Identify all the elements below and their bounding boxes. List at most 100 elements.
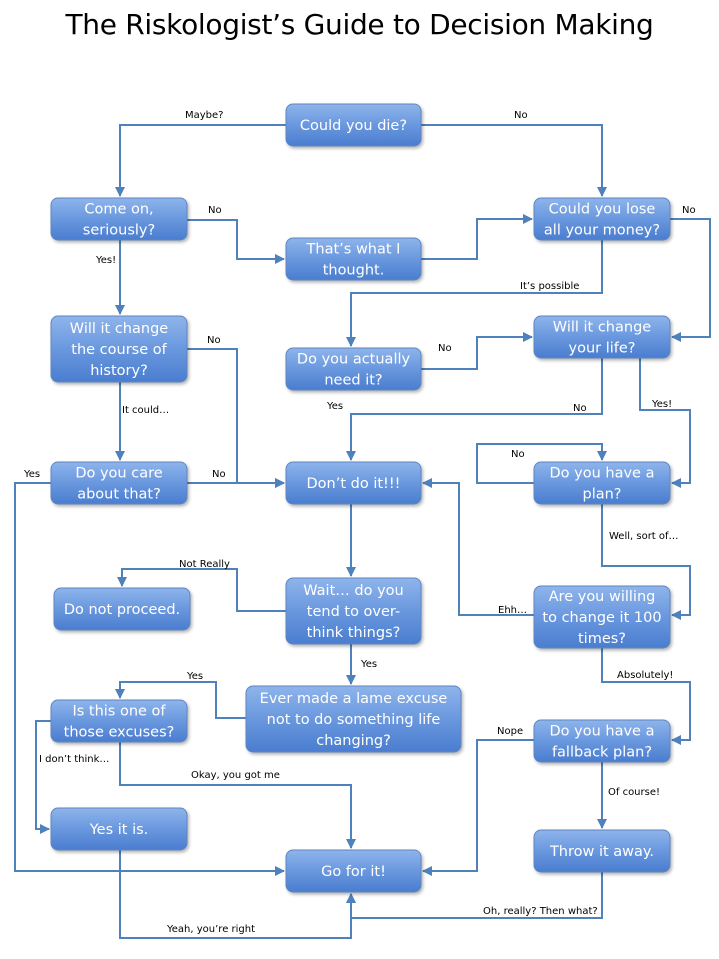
node-text-goforit: Go for it! [321,864,386,880]
node-box-overthink [285,577,422,645]
edge-21 [601,648,691,745]
node-text-need: Do you actually [297,352,411,368]
node-dont: Don’t do it!!! [285,461,422,505]
edge-label-gotme: Okay, you got me [191,770,280,781]
node-text-oneofthose: those excuses? [64,725,175,741]
edge-label-reallywhat: Oh, really? Then what? [483,906,598,917]
edge-label-notreally: Not Really [179,559,230,570]
edge-9 [346,358,603,461]
node-box-care [50,461,188,505]
edge-label-no_care: No [212,469,226,480]
edge-label-no_need: No [438,343,452,354]
node-box-yesitis [50,807,188,851]
edge-17 [422,478,534,616]
node-text-overthink: Wait… do you [303,583,403,599]
edge-label-ehh: Ehh… [498,605,527,616]
node-text-dont: Don’t do it!!! [307,476,401,492]
node-text-history: Will it change [70,321,168,337]
nodes: Could you die? Come on, seriously? That’s w… [50,103,671,893]
node-text-proceed: Do not proceed. [64,602,180,618]
node-willing: Are you willing to change it 100 times? [533,585,671,649]
node-text-seriously: Come on, [84,202,153,218]
node-text-history: history? [90,363,148,379]
node-money: Could you lose all your money? [533,197,671,241]
node-text-need: need it? [324,373,382,389]
node-box-thought [285,237,422,281]
edge-label-yes_life: Yes! [651,399,672,410]
node-text-care: Do you care [75,466,162,482]
edge-23 [422,739,534,876]
node-box-history [50,315,188,383]
node-box-excuse [245,685,462,753]
edge-11 [187,348,285,488]
node-text-care: about that? [77,487,161,503]
edge-19 [117,568,286,612]
edge-label-yes_need: Yes [326,401,343,412]
node-box-willing [533,585,671,649]
node-yesitis: Yes it is. [50,807,188,851]
edge-1 [115,124,286,197]
node-text-yesitis: Yes it is. [89,822,149,838]
node-text-plan: Do you have a [550,466,655,482]
edge-label-absolutely: Absolutely! [617,670,673,681]
node-text-life: your life? [569,341,636,357]
node-text-fallback: Do you have a [550,724,655,740]
node-box-oneofthose [50,699,188,743]
node-text-overthink: think things? [307,625,401,641]
node-text-willing: to change it 100 [542,610,661,626]
node-proceed: Do not proceed. [53,587,191,631]
node-box-die [285,103,422,147]
edge-4 [421,214,533,260]
edge-label-nope: Nope [497,726,523,737]
edge-label-yes_seriously: Yes! [95,255,116,266]
edge-label-yes_care: Yes [23,469,40,480]
edge-label-yes_excuse: Yes [186,671,203,682]
node-text-money: Could you lose [549,202,656,218]
edge-label-possible: It’s possible [520,281,579,292]
edge-2 [421,124,607,197]
node-throw: Throw it away. [533,829,671,873]
edge-8 [421,332,533,370]
node-overthink: Wait… do you tend to over-think things? [285,577,422,645]
edge-14 [14,482,285,876]
node-text-overthink: tend to over- [307,604,400,620]
node-text-thought: That’s what I [306,242,401,258]
edge-label-sortof: Well, sort of… [609,531,679,542]
node-seriously: Come on, seriously? [50,197,188,241]
edge-label-itcould: It could… [122,405,169,416]
edge-label-no_die: No [514,110,528,121]
node-text-history: the course of [71,342,167,358]
node-text-willing: Are you willing [549,589,656,605]
node-oneofthose: Is this one of those excuses? [50,699,188,743]
edge-16 [601,504,691,620]
node-history: Will it change the course of history? [50,315,188,383]
edge-label-yeahright: Yeah, you’re right [166,924,255,935]
node-text-die: Could you die? [300,118,407,134]
edge-label-idontthink: I don’t think… [39,754,109,765]
edge-10 [639,358,691,488]
node-die: Could you die? [285,103,422,147]
node-box-goforit [285,849,422,893]
node-text-excuse: not to do something life [267,712,441,728]
node-text-oneofthose: Is this one of [72,704,166,720]
node-text-money: all your money? [544,223,660,239]
node-box-fallback [533,719,671,763]
node-box-throw [533,829,671,873]
node-box-dont [285,461,422,505]
node-box-need [285,347,422,391]
node-text-plan: plan? [582,487,621,503]
node-plan: Do you have a plan? [533,461,671,505]
node-text-seriously: seriously? [83,223,155,239]
node-box-money [533,197,671,241]
node-text-willing: times? [578,631,626,647]
node-goforit: Go for it! [285,849,422,893]
edge-label-maybe: Maybe? [185,110,223,121]
edge-24 [35,720,51,834]
node-box-plan [533,461,671,505]
edge-label-no_plan: No [511,449,525,460]
